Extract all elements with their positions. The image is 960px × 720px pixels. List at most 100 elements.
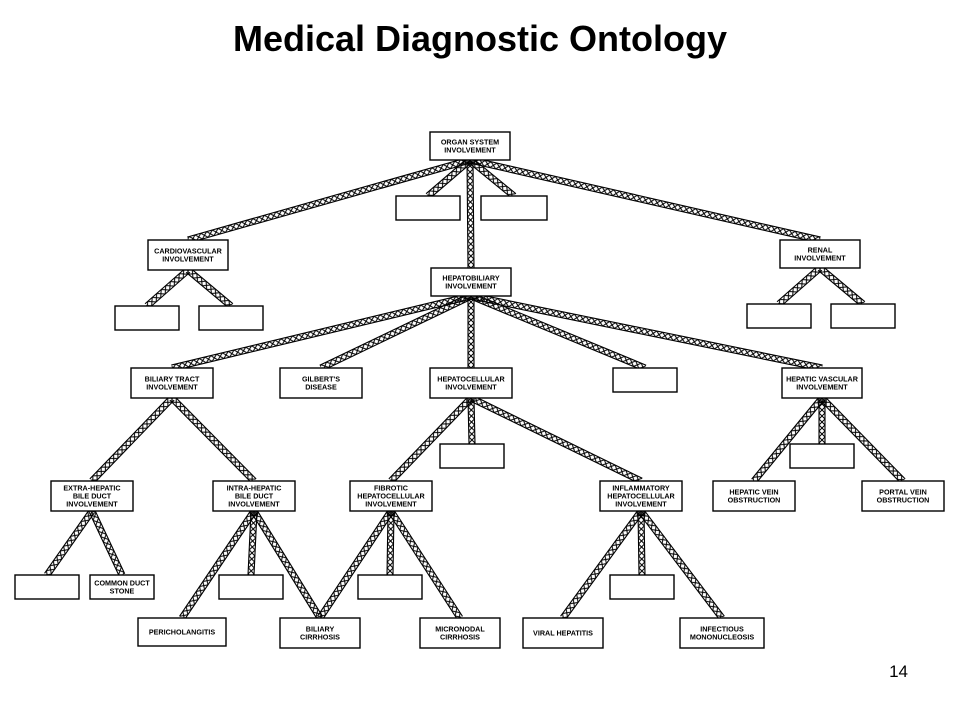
edge-lattice (469, 395, 643, 484)
node-box (599, 480, 683, 512)
edge-organ-to-cardio (187, 156, 471, 244)
edge-cardio-to-blank-4 (185, 267, 234, 309)
node-box (430, 267, 512, 297)
node-box (480, 195, 548, 221)
node-pericholangitis: PERICHOLANGITIS (137, 617, 227, 647)
edge-intra-hepatic-to-biliary-cirrhosis (250, 509, 324, 620)
edge-rail (821, 265, 866, 303)
edge-rail (169, 399, 253, 484)
edge-renal-to-blank-6 (817, 265, 866, 307)
empty-node (480, 195, 548, 221)
node-box (130, 367, 214, 399)
edge-rail (467, 161, 513, 199)
edge-inflammatory-to-viral-hepatitis (560, 508, 644, 621)
edge-fibrotic-to-micronodal (388, 509, 463, 620)
edge-rail (49, 512, 95, 578)
edge-rail (388, 512, 458, 620)
edge-rail (470, 156, 821, 238)
edge-lattice (469, 157, 821, 243)
empty-node (14, 574, 80, 600)
node-box (50, 480, 134, 512)
node-label: PERICHOLANGITIS (149, 628, 215, 637)
edge-hepatocellular-to-inflammatory (469, 394, 643, 485)
edge-lattice (467, 159, 474, 269)
empty-node (114, 305, 180, 331)
edge-rail (256, 509, 324, 617)
node-box (349, 480, 433, 512)
empty-node (198, 305, 264, 331)
node-box (712, 480, 796, 512)
edge-rail (469, 162, 820, 244)
node-box (429, 131, 511, 161)
node-viral-hepatitis: VIRAL HEPATITIS (522, 617, 604, 649)
edge-rail (89, 395, 171, 480)
node-box (89, 574, 155, 600)
edge-lattice (638, 509, 725, 620)
edge-rail (429, 161, 473, 199)
edge-rail (386, 510, 389, 575)
edge-lattice (638, 510, 645, 576)
edge-rail (44, 508, 90, 574)
edge-rail (148, 271, 191, 309)
empty-node (830, 303, 896, 329)
empty-node (357, 574, 423, 600)
edge-rail (319, 292, 470, 366)
edge-intra-hepatic-to-blank-11 (247, 510, 258, 576)
edge-rail (189, 267, 234, 305)
edge-rail (471, 292, 823, 366)
node-box (861, 480, 945, 512)
empty-node (789, 443, 855, 469)
edge-renal-to-blank-5 (776, 265, 823, 307)
edge-rail (469, 400, 640, 485)
edge-rail (470, 298, 822, 372)
edge-lattice (89, 395, 175, 484)
edge-cardio-to-blank-3 (144, 267, 191, 309)
edge-lattice (187, 157, 471, 243)
edges-layer (44, 156, 906, 621)
edge-lattice (251, 509, 323, 620)
edge-lattice (470, 293, 823, 371)
edge-hepatobiliary-to-blank-7 (469, 292, 647, 372)
edge-rail (560, 508, 640, 617)
edge-rail (469, 298, 645, 372)
node-box (612, 367, 678, 393)
empty-node (439, 443, 505, 469)
edge-rail (466, 160, 469, 269)
edge-lattice (169, 395, 257, 484)
edge-rail (472, 159, 475, 268)
edge-inflammatory-to-infectious-mono (638, 508, 725, 621)
node-box (114, 305, 180, 331)
node-box (279, 367, 363, 399)
edge-rail (819, 399, 902, 484)
edge-rail (823, 395, 906, 480)
edge-rail (171, 292, 471, 366)
edge-rail (172, 298, 472, 372)
node-box (830, 303, 896, 329)
node-box (419, 617, 501, 649)
edge-rail (388, 395, 470, 480)
edge-hepatobiliary-to-hepatocellular (467, 296, 475, 368)
edge-rail (643, 510, 646, 575)
node-box (779, 239, 861, 269)
edge-rail (637, 511, 640, 576)
empty-node (395, 195, 461, 221)
node-box (609, 574, 675, 600)
